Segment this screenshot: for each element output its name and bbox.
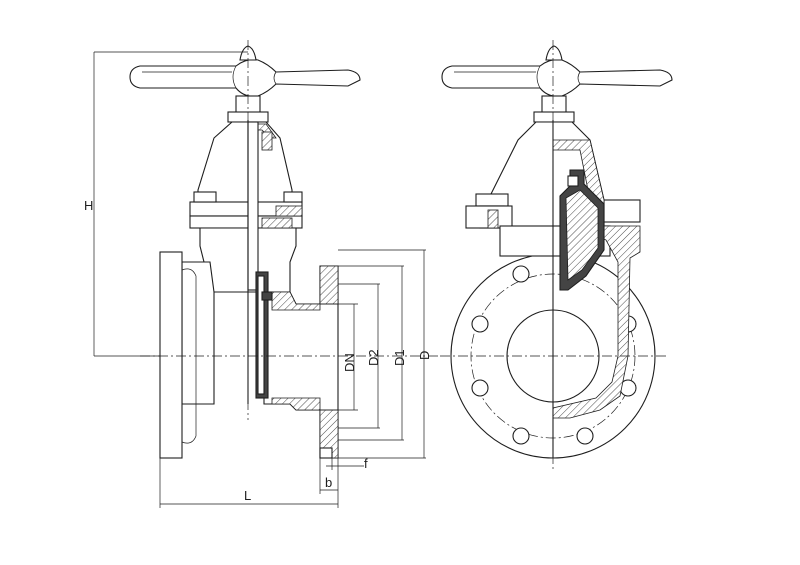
dimensions: H D D1 D2 DN f b L [84, 51, 432, 508]
dim-label-D: D [417, 351, 432, 360]
body-left-half [181, 261, 215, 405]
dim-label-f: f [364, 456, 368, 471]
side-section-view [129, 40, 440, 459]
handwheel-right [441, 45, 673, 97]
dim-label-L: L [244, 488, 251, 503]
inlet-flange [159, 251, 183, 459]
bonnet-bolt [475, 193, 509, 207]
front-section-view [440, 40, 673, 470]
dim-label-D2: D2 [366, 349, 381, 366]
dim-label-DN: DN [342, 353, 357, 372]
dim-label-H: H [84, 198, 93, 213]
dim-label-D1: D1 [392, 349, 407, 366]
dim-label-b: b [325, 475, 332, 490]
stem-left [247, 121, 259, 291]
handwheel-left [129, 45, 361, 97]
